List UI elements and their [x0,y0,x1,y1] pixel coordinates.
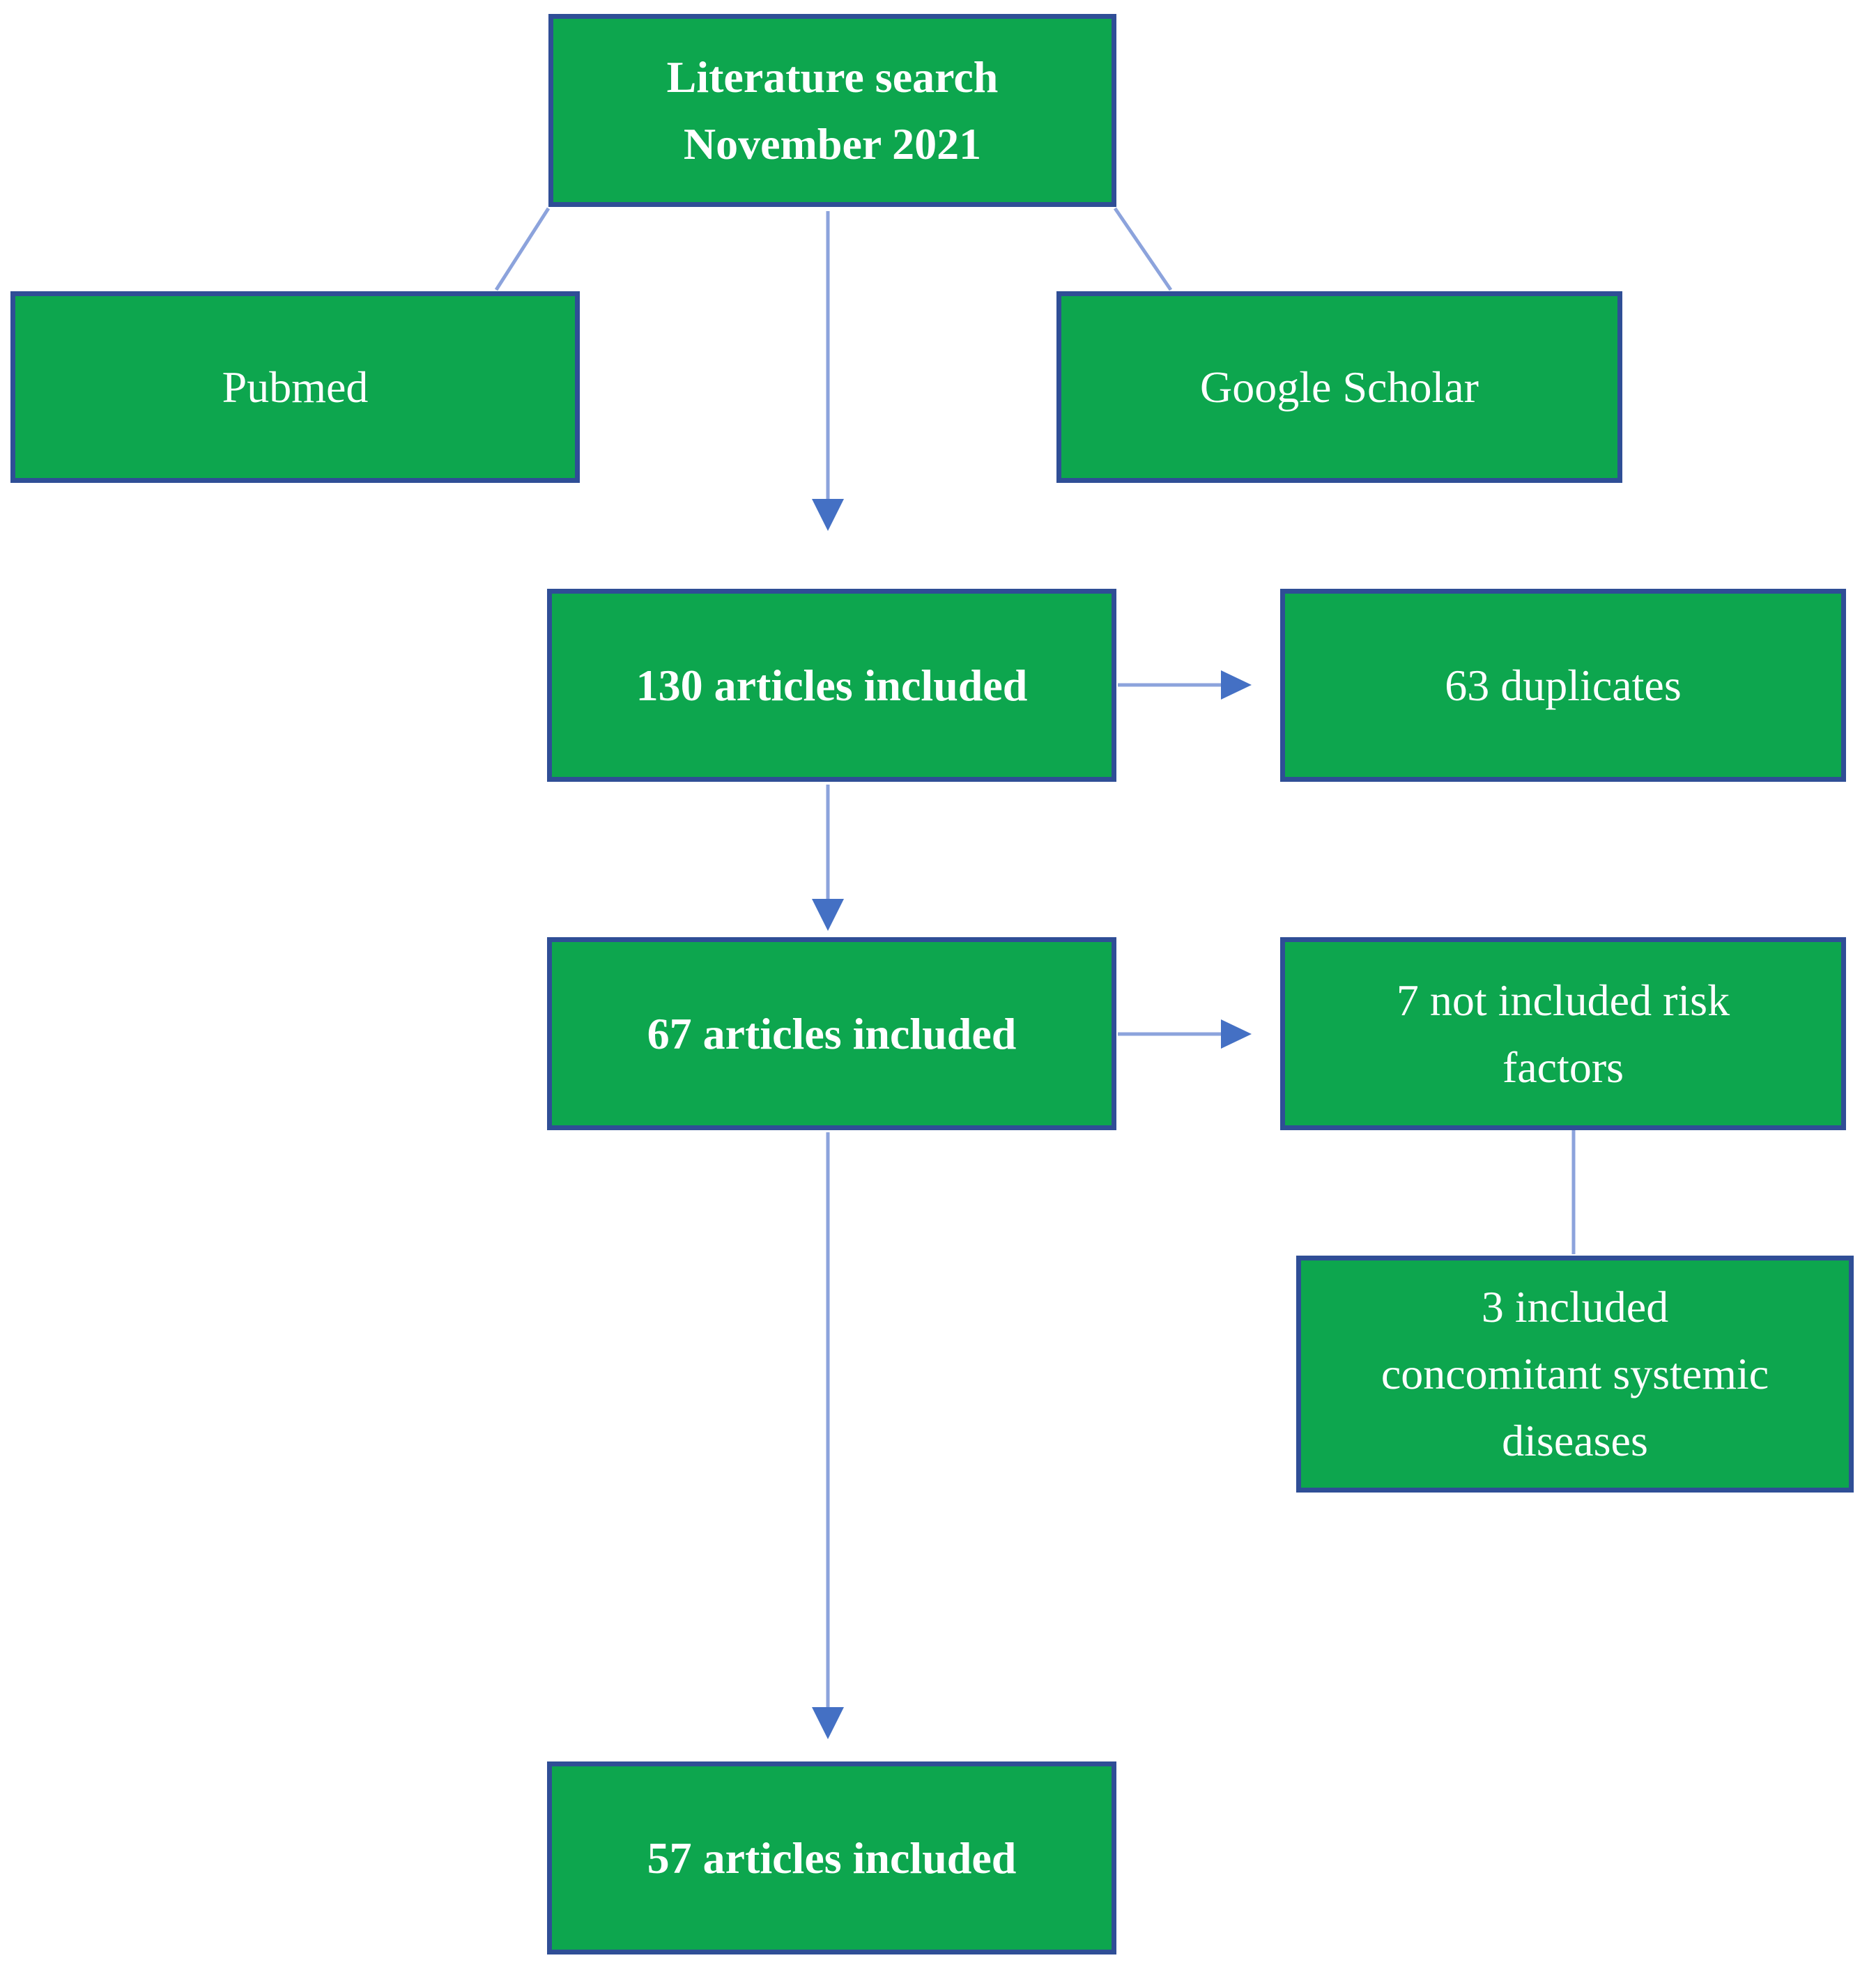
arrowhead-130-67 [812,899,844,931]
node-literature-search: Literature search November 2021 [548,14,1116,207]
node-literature-search-label: Literature search November 2021 [666,52,999,169]
arrowhead-67-7 [1221,1019,1252,1049]
node-3-concomitant-label: 3 included concomitant systemic diseases [1381,1282,1769,1465]
node-pubmed-label: Pubmed [222,362,369,412]
node-57-articles-included: 57 articles included [547,1761,1116,1954]
node-google-scholar: Google Scholar [1056,291,1622,483]
node-7-not-included-risk-factors: 7 not included risk factors [1280,937,1846,1130]
arrowhead-title-130 [812,499,844,531]
node-3-concomitant-systemic-diseases: 3 included concomitant systemic diseases [1296,1256,1854,1493]
node-7-not-included-label: 7 not included risk factors [1396,975,1730,1092]
node-67-articles-included: 67 articles included [547,937,1116,1130]
node-130-articles-label: 130 articles included [636,660,1028,710]
arrowhead-130-63 [1221,670,1252,700]
edge-title-pubmed [494,207,551,291]
node-63-duplicates: 63 duplicates [1280,589,1846,782]
arrowhead-67-57 [812,1707,844,1739]
node-57-articles-label: 57 articles included [647,1833,1017,1883]
node-67-articles-label: 67 articles included [647,1008,1017,1058]
edge-title-google [1113,207,1173,291]
node-130-articles-included: 130 articles included [547,589,1116,782]
node-google-scholar-label: Google Scholar [1200,362,1479,412]
node-63-duplicates-label: 63 duplicates [1445,660,1682,710]
node-pubmed: Pubmed [10,291,580,483]
